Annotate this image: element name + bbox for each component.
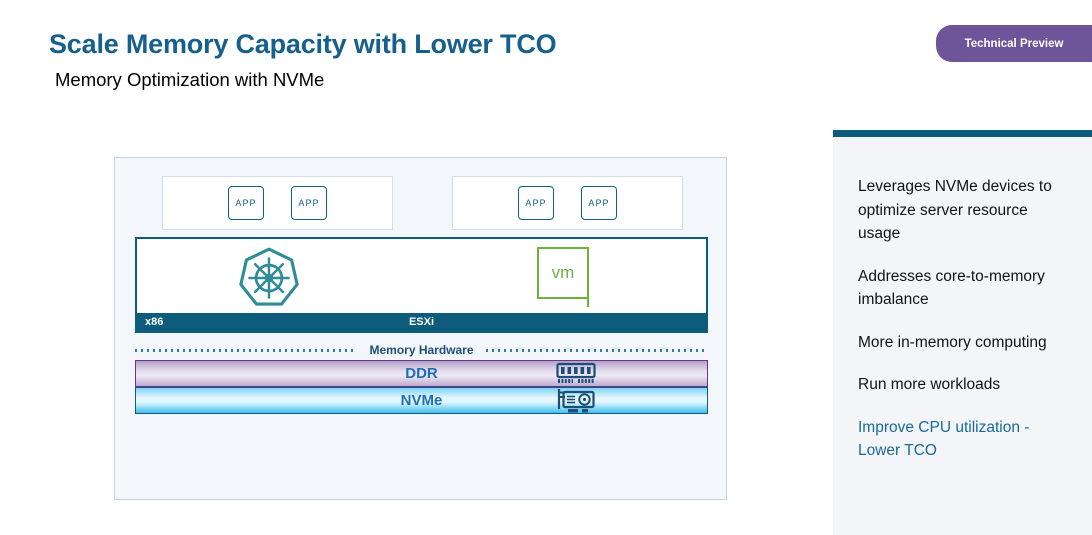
app-box: APP [518, 186, 554, 220]
page-title: Scale Memory Capacity with Lower TCO [49, 29, 557, 59]
benefits-list: Leverages NVMe devices to optimize serve… [858, 175, 1060, 482]
app-box: APP [581, 186, 617, 220]
architecture-diagram: APP APP APP APP [114, 157, 727, 500]
nvme-label: NVMe [400, 392, 443, 409]
hypervisor-box: vm x86 ESXi [135, 237, 708, 333]
nvme-card-icon [557, 388, 595, 412]
app-label: APP [525, 198, 547, 208]
app-box: APP [228, 186, 264, 220]
dotted-line-left [135, 348, 358, 352]
benefits-panel: Leverages NVMe devices to optimize serve… [833, 130, 1092, 535]
benefit-item: More in-memory computing [858, 333, 1047, 351]
ddr-layer: DDR [135, 360, 708, 387]
dotted-line-right [485, 348, 709, 352]
benefit-item: Leverages NVMe devices to optimize serve… [858, 178, 1052, 242]
memory-hardware-label: Memory Hardware [369, 343, 474, 357]
benefit-item-highlight: Improve CPU utilization - Lower TCO [858, 418, 1030, 460]
panel-accent-bar [833, 130, 1092, 137]
benefit-item: Run more workloads [858, 376, 1001, 393]
app-box: APP [291, 186, 327, 220]
app-label: APP [298, 198, 320, 208]
vm-label: vm [551, 263, 575, 282]
benefit-item: Addresses core-to-memory imbalance [858, 267, 1045, 309]
badge-label: Technical Preview [964, 37, 1064, 50]
page-subtitle: Memory Optimization with NVMe [55, 69, 325, 90]
x86-label: x86 [145, 316, 164, 328]
technical-preview-badge: Technical Preview [936, 25, 1092, 62]
app-group-right: APP APP [452, 176, 683, 230]
app-group-left: APP APP [162, 176, 393, 230]
app-label: APP [235, 198, 257, 208]
ddr-label: DDR [405, 365, 438, 382]
vm-logo: vm [537, 247, 589, 307]
nvme-layer: NVMe [135, 387, 708, 414]
app-label: APP [588, 198, 610, 208]
ram-dimm-icon [556, 362, 596, 383]
memory-hardware-divider: Memory Hardware [135, 343, 709, 357]
kubernetes-wheel-icon [239, 247, 299, 306]
esxi-bar: x86 ESXi [137, 313, 706, 331]
esxi-label: ESXi [408, 316, 435, 328]
